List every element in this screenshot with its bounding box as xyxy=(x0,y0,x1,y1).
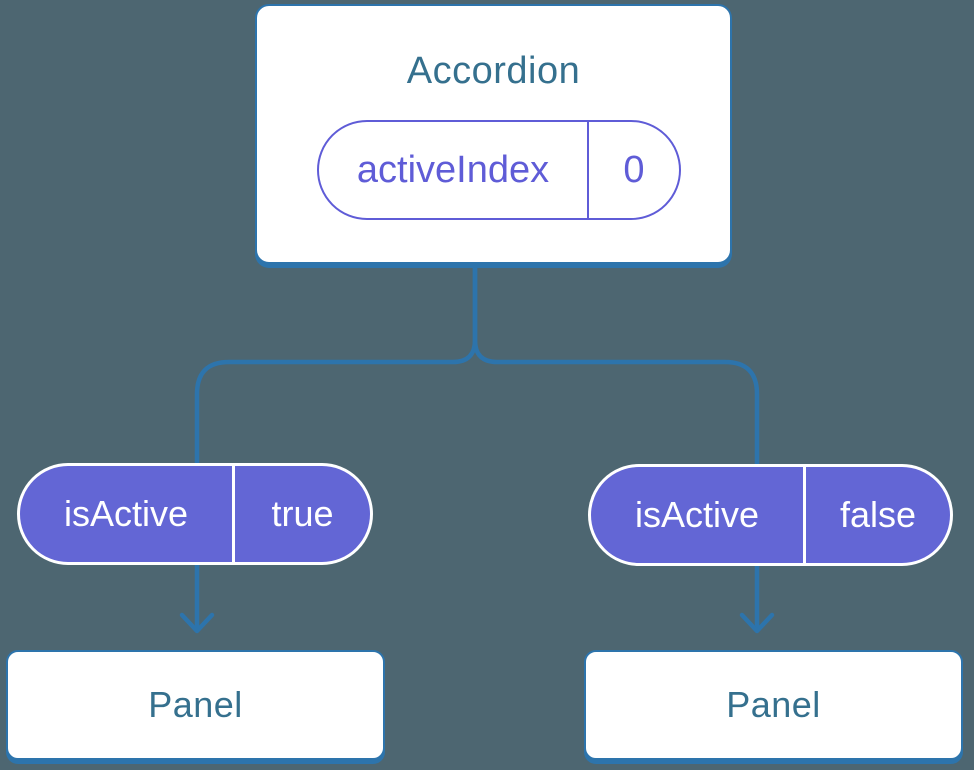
accordion-title: Accordion xyxy=(406,50,581,92)
prop-value: true xyxy=(271,493,334,534)
accordion-node: Accordion activeIndex 0 xyxy=(255,4,732,264)
connector-right-branch xyxy=(472,264,760,628)
panel-node-right: Panel xyxy=(584,650,963,760)
panel-title: Panel xyxy=(726,684,821,725)
arrowhead-right-icon xyxy=(739,612,775,634)
arrowhead-left-icon xyxy=(179,612,215,634)
panel-node-left: Panel xyxy=(6,650,385,760)
panel-title: Panel xyxy=(148,684,243,725)
prop-pill-left: isActive true xyxy=(17,463,373,565)
prop-pill-right: isActive false xyxy=(588,464,953,566)
connector-left-branch xyxy=(194,264,478,628)
prop-value: false xyxy=(839,494,917,535)
state-name: activeIndex xyxy=(319,122,589,218)
prop-name: isActive xyxy=(20,466,235,562)
state-pill: activeIndex 0 xyxy=(317,120,681,220)
state-value: 0 xyxy=(623,148,645,191)
prop-name: isActive xyxy=(591,467,806,563)
